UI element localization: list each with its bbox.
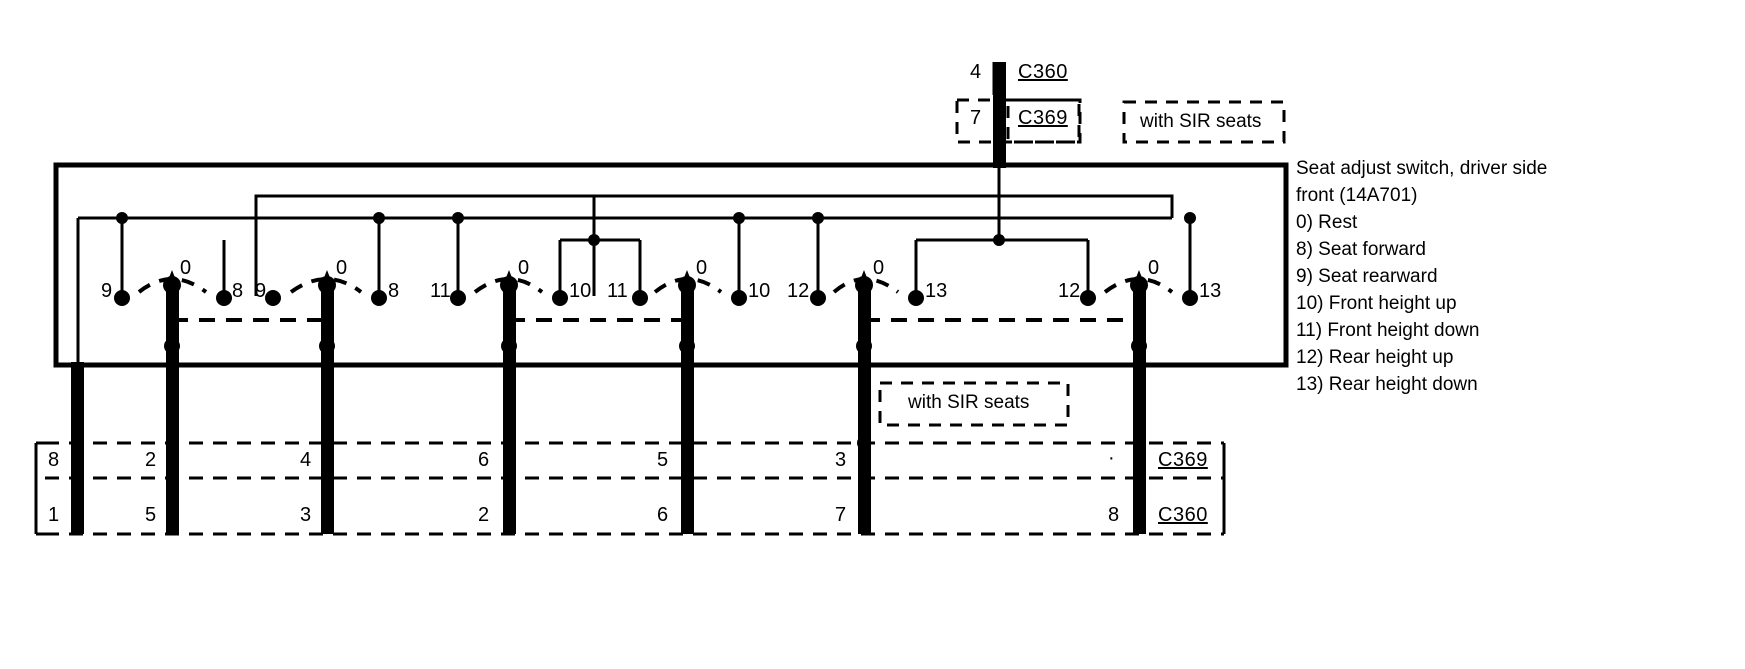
bus-left-branch [254,194,999,240]
switch-contacts [114,276,1198,306]
wire-out-4 [503,285,516,534]
c369-pin-1: 2 [145,449,157,471]
contact-label-g2-center: 0 [336,257,348,279]
wire-out-2 [166,285,179,534]
switch-title-line-2: front (14A701) [1296,185,1418,206]
contact-9-b [265,290,281,306]
wire-out-5 [681,285,694,534]
contact-label-g1-right: 8 [232,280,244,302]
top-connector-name-c369: C369 [1018,107,1068,129]
arc-c [473,277,544,294]
wire-out-1 [71,362,84,534]
c369-pin-3: 6 [478,449,490,471]
legend-item-9: 9) Seat rearward [1296,266,1438,287]
wire-out-6 [858,285,871,534]
c369-pin-6: · [1108,447,1115,469]
contact-11-a [450,290,466,306]
contact-label-g4-center: 0 [696,257,708,279]
contact-13-b [1182,290,1198,306]
c360-row-connector-name: C360 [1158,504,1208,526]
contact-12-a [810,290,826,306]
contact-group-seat-fore-aft-right [265,276,387,306]
contact-label-g4-left: 11 [607,280,628,302]
c369-pin-2: 4 [300,449,312,471]
contact-label-g3-left: 11 [430,280,451,302]
contact-12-b [1080,290,1096,306]
contact-label-g5-center: 0 [873,257,885,279]
contact-10-a [552,290,568,306]
note-box-top-right [1122,100,1286,144]
note-with-sir-seats-lower: with SIR seats [908,392,1030,413]
switch-enclosure [53,162,1289,368]
c360-pin-1: 5 [145,504,157,526]
bus-junction-dots [116,212,1196,246]
contact-label-g2-right: 8 [388,280,400,302]
legend-item-0: 0) Rest [1296,212,1358,233]
contact-label-g3-center: 0 [518,257,530,279]
c369-junction-dot-2 [504,438,514,448]
contact-label-g2-left: 9 [255,280,267,302]
c369-pin-5: 3 [835,449,847,471]
output-wire-junctions [164,338,1147,354]
legend-item-8: 8) Seat forward [1296,239,1426,260]
c369-optional-box-right [1006,98,1082,144]
c360-pin-0: 1 [48,504,60,526]
c360-pin-6: 8 [1108,504,1120,526]
contact-8-b [371,290,387,306]
pole-arrows [165,270,1146,288]
top-connector-name-c360: C360 [1018,61,1068,83]
contact-label-g4-right: 10 [748,280,771,302]
c360-pin-2: 3 [300,504,312,526]
contact-8-a [216,290,232,306]
c360-pin-4: 6 [657,504,669,526]
arc-b [289,277,363,294]
top-pin-number-c369: 7 [970,107,982,129]
contact-label-g6-right: 13 [1199,280,1222,302]
contact-label-g6-center: 0 [1148,257,1160,279]
arc-a [137,277,208,294]
c369-pin-4: 5 [657,449,669,471]
contact-9-a [114,290,130,306]
switch-legend: Seat adjust switch, driver side front (1… [1296,158,1726,401]
contact-10-b [731,290,747,306]
contact-label-g1-center: 0 [180,257,192,279]
contact-13-a [908,290,924,306]
contact-label-g5-left: 12 [787,280,810,302]
c360-pin-3: 2 [478,504,490,526]
top-pin-number-c360: 4 [970,61,982,83]
wire-out-7 [1133,285,1146,534]
note-box-lower-middle [878,381,1070,427]
wire-out-3 [321,285,334,534]
legend-item-12: 12) Rear height up [1296,347,1454,368]
c369-row-connector-name: C369 [1158,449,1208,471]
contact-label-g5-right: 13 [925,280,948,302]
internal-bus-wires [76,168,1192,362]
note-with-sir-seats-top: with SIR seats [1140,111,1262,132]
contact-label-g1-left: 9 [101,280,113,302]
legend-item-11: 11) Front height down [1296,320,1480,341]
c360-pin-5: 7 [835,504,847,526]
bus-right-branch [997,168,1174,218]
legend-item-13: 13) Rear height down [1296,374,1478,395]
contact-label-g6-left: 12 [1058,280,1081,302]
c369-junction-dot [857,436,871,450]
top-connector-bus [955,62,1286,168]
bottom-connector-rows [34,441,1226,536]
contact-11-b [632,290,648,306]
switch-title-line-1: Seat adjust switch, driver side [1296,158,1548,179]
legend-item-10: 10) Front height up [1296,293,1457,314]
contact-label-g3-right: 10 [569,280,592,302]
c369-pin-0: 8 [48,449,60,471]
switch-box-outline [53,162,1289,368]
arc-f [1103,277,1174,294]
